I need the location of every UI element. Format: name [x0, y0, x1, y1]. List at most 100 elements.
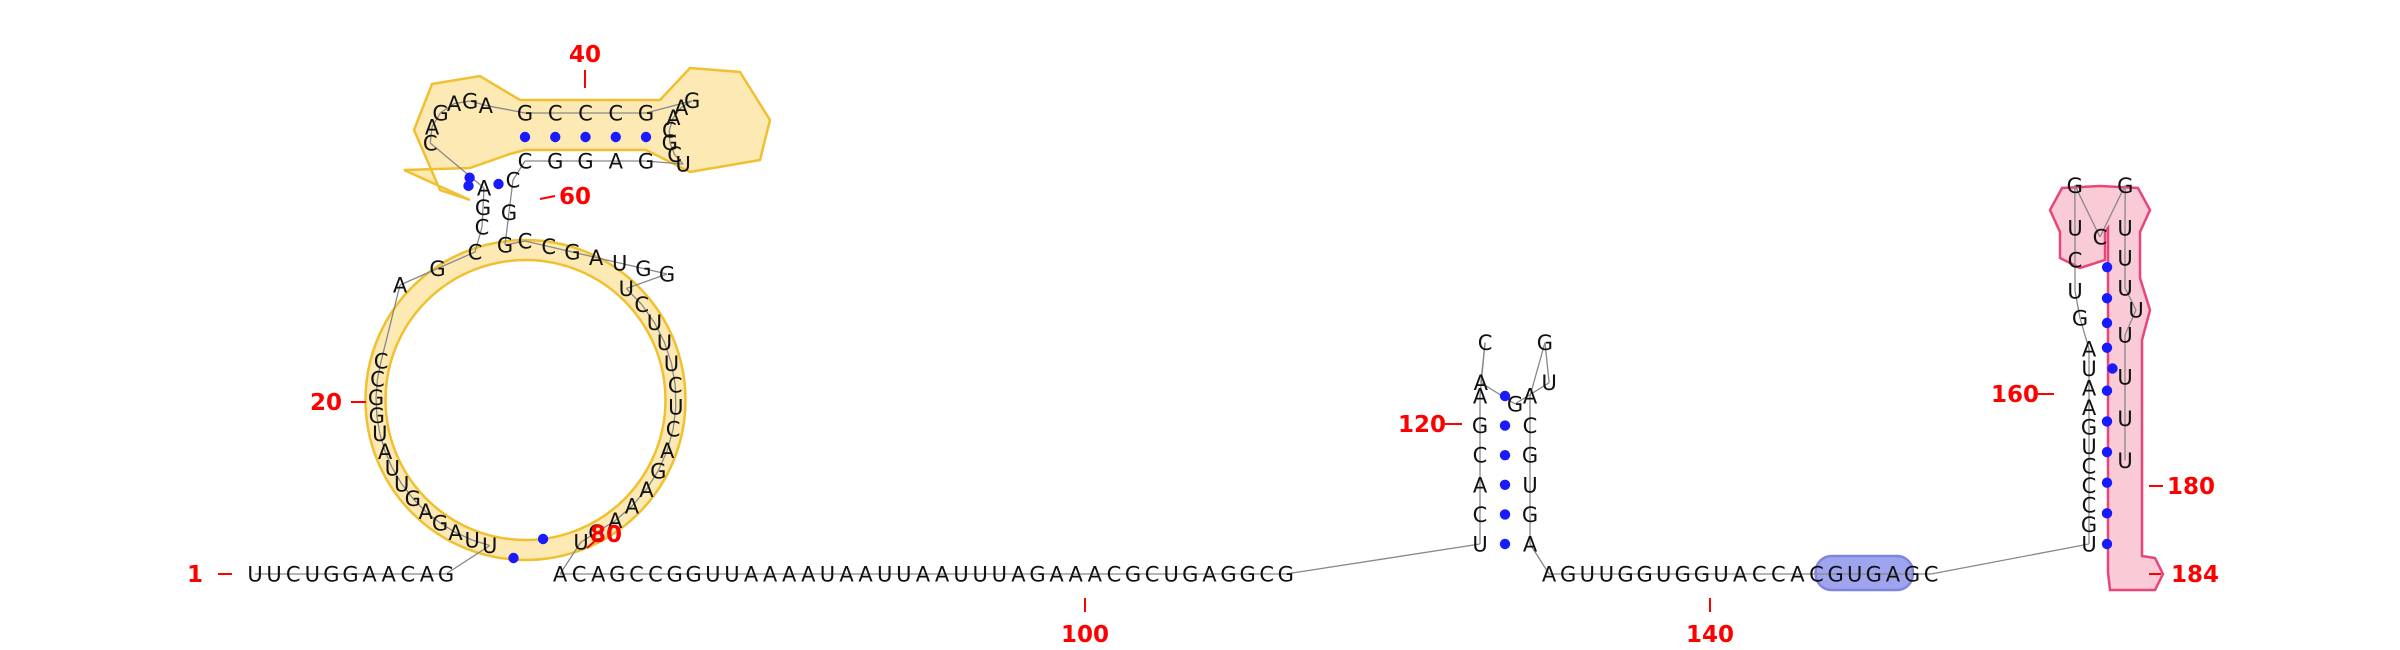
nucleotide: A	[1886, 563, 1901, 587]
backbone-link	[508, 179, 514, 213]
nucleotide: C	[2093, 226, 2108, 250]
nucleotide: G	[659, 263, 675, 287]
base-pair-dot	[580, 131, 591, 143]
nucleotide: C	[518, 230, 533, 254]
backbone-link	[453, 100, 471, 105]
backbone-link	[474, 226, 483, 253]
nucleotide: A	[916, 563, 931, 587]
nucleotide: U	[2117, 407, 2132, 431]
nucleotide: C	[1478, 331, 1493, 355]
backbone-link	[626, 273, 668, 290]
base-pair-dot	[2101, 385, 2113, 396]
nucleotide: G	[564, 241, 580, 265]
nucleotide: A	[477, 177, 492, 201]
position-label: 120	[1398, 412, 1446, 438]
nucleotide: U	[1599, 563, 1614, 587]
nucleotide: U	[1522, 473, 1537, 497]
backbone-link	[580, 531, 597, 543]
base-pair-dot	[508, 552, 519, 564]
nucleotide: G	[684, 89, 700, 113]
backbone-link	[440, 103, 455, 114]
nucleotide: U	[394, 472, 409, 496]
nucleotide: G	[2081, 513, 2097, 537]
base-pair-dot	[640, 131, 652, 143]
nucleotide: U	[619, 277, 634, 301]
backbone-link	[504, 212, 510, 246]
backbone-link	[645, 100, 693, 114]
nucleotide: G	[2072, 307, 2088, 331]
base-pair-dot	[2101, 416, 2113, 427]
nucleotide: C	[608, 102, 623, 126]
highlight-region-ugg	[1814, 554, 1915, 592]
position-label: 20	[310, 390, 342, 416]
nucleotide: C	[286, 563, 301, 587]
nucleotide: G	[323, 563, 339, 587]
backbone-link	[2074, 290, 2081, 319]
nucleotide: G	[462, 90, 478, 114]
position-label: 80	[590, 522, 622, 548]
base-pairs	[463, 131, 2118, 564]
nucleotide: G	[2067, 174, 2083, 198]
backbone-link	[548, 245, 573, 253]
nucleotide: G	[609, 563, 625, 587]
nucleotide: C	[1145, 563, 1160, 587]
nucleotide: U	[2117, 449, 2132, 473]
nucleotide: U	[705, 563, 720, 587]
nucleotide: U	[2081, 357, 2096, 381]
base-pair-dot	[2101, 317, 2113, 329]
highlight-regions	[364, 66, 2165, 592]
nucleotide: U	[2117, 217, 2132, 241]
position-label: 140	[1686, 622, 1734, 648]
nucleotide: A	[1523, 533, 1538, 557]
backbone-link	[504, 240, 526, 246]
highlight-region-terminator	[2048, 184, 2165, 592]
backbone-link	[674, 385, 677, 408]
base-pair-dot	[463, 180, 474, 192]
nucleotide: C	[1107, 563, 1122, 587]
backbone-link	[2124, 309, 2137, 336]
nucleotide: A	[1088, 563, 1103, 587]
nucleotide: G	[588, 521, 604, 545]
nucleotide: A	[1542, 563, 1557, 587]
backbone-link	[384, 451, 393, 469]
nucleotide: A	[2082, 396, 2097, 420]
nucleotide: A	[2082, 377, 2097, 401]
backbone-link	[631, 489, 647, 507]
nucleotide: C	[629, 563, 644, 587]
nucleotide: A	[801, 563, 816, 587]
nucleotide: C	[668, 374, 683, 398]
backbone-link	[376, 415, 381, 434]
backbone-link	[669, 142, 676, 155]
nucleotide: U	[724, 563, 739, 587]
backbone-link	[641, 304, 656, 323]
nucleotide: G	[432, 511, 448, 535]
nucleotide: G	[650, 459, 666, 483]
position-label: 40	[569, 42, 601, 68]
position-label: 160	[1991, 382, 2039, 408]
backbone-link	[399, 267, 438, 286]
backbone-link	[512, 160, 526, 181]
nucleotide: G	[1125, 563, 1141, 587]
nucleotide: G	[1560, 563, 1576, 587]
nucleotide: A	[1733, 563, 1748, 587]
nucleotide: C	[423, 131, 438, 155]
nucleotide: C	[370, 368, 385, 392]
nucleotide: U	[992, 563, 1007, 587]
nucleotide: C	[662, 118, 677, 142]
nucleotide: C	[578, 102, 593, 126]
nucleotide: A	[744, 563, 759, 587]
nucleotide: C	[1809, 563, 1824, 587]
backbone-link	[445, 544, 491, 575]
nucleotide: U	[664, 352, 679, 376]
nucleotide: U	[1713, 563, 1728, 587]
nucleotide: U	[2128, 299, 2143, 323]
nucleotide: G	[1675, 563, 1691, 587]
backbone-link	[439, 522, 456, 533]
nucleotide: A	[625, 495, 640, 519]
highlight-region-5prime-domain	[364, 66, 772, 562]
nucleotide: C	[648, 563, 663, 587]
nucleotide: U	[2067, 280, 2082, 304]
backbone-link	[481, 207, 484, 228]
nucleotide: U	[372, 422, 387, 446]
